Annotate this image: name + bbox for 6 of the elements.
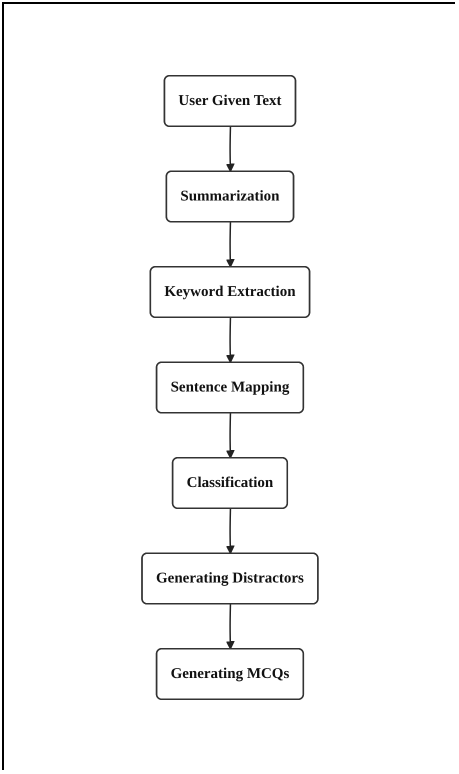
arrow xyxy=(226,604,235,650)
arrow xyxy=(226,508,235,554)
arrow xyxy=(226,126,235,172)
arrow xyxy=(226,222,235,268)
arrow xyxy=(226,413,235,459)
arrow xyxy=(226,318,235,364)
